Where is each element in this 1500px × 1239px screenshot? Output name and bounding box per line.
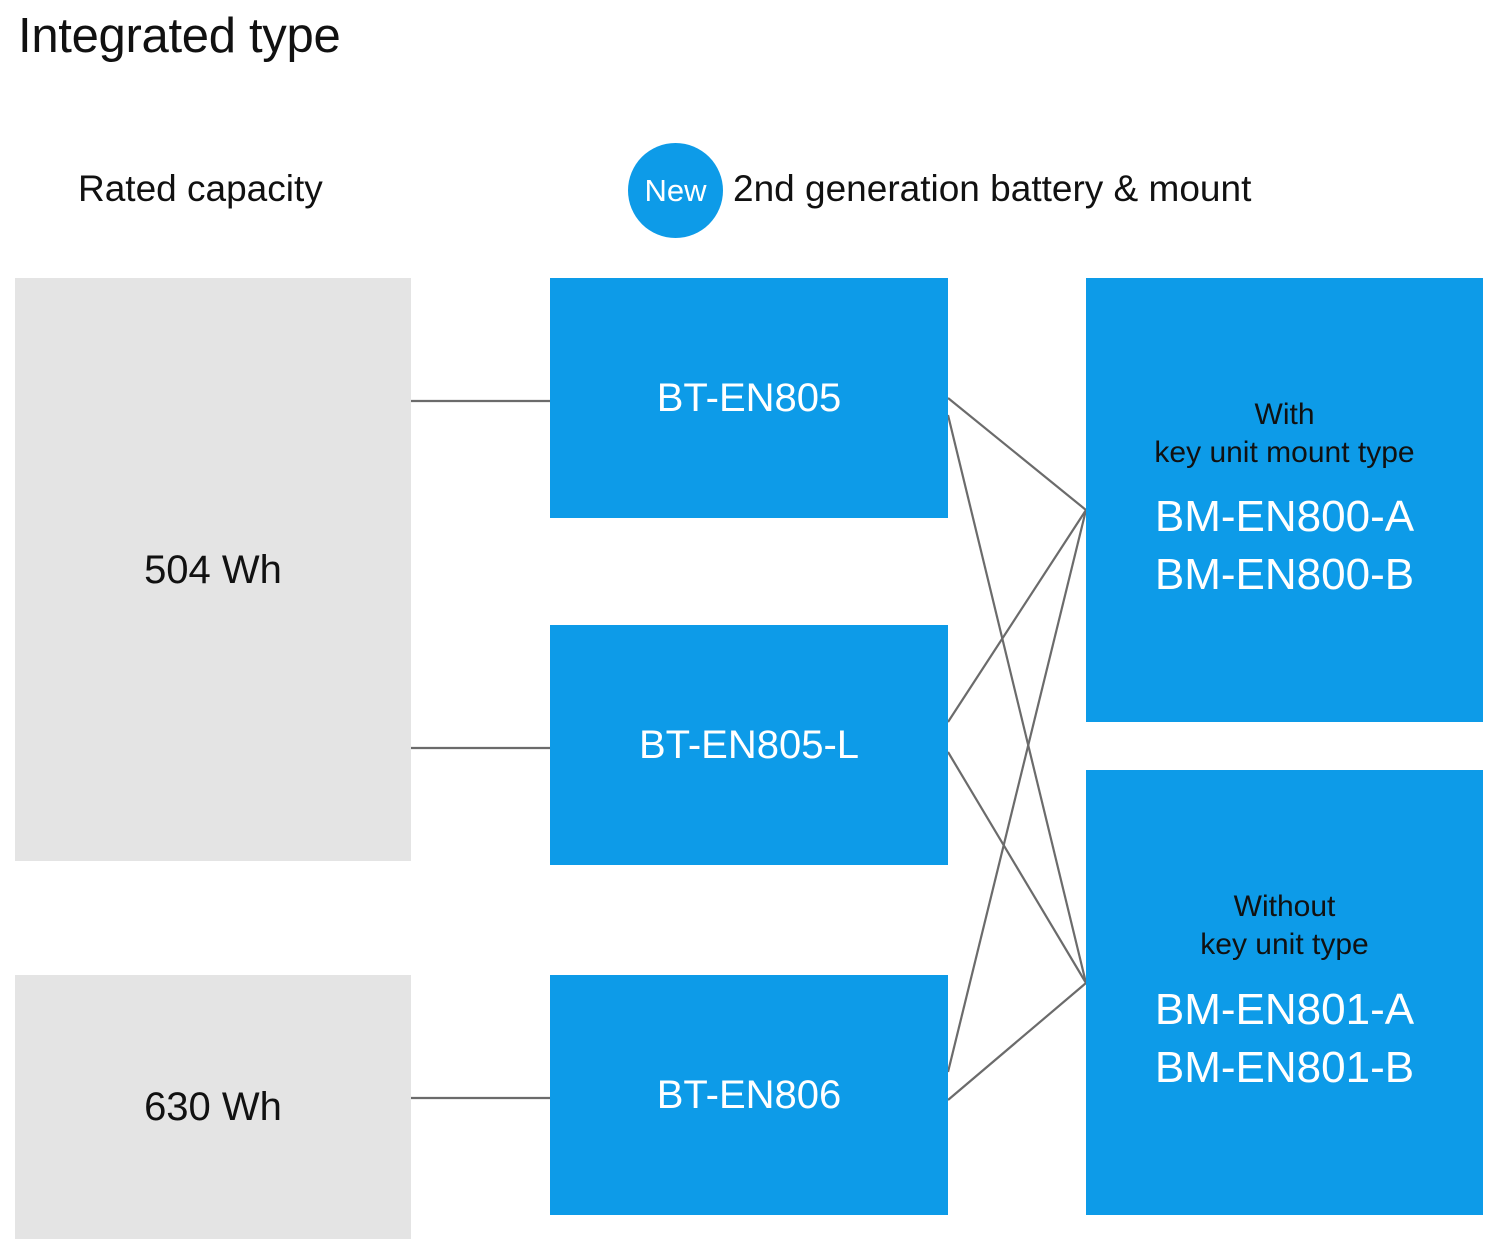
capacity-box-630wh: 630 Wh [15, 975, 411, 1239]
link-bt-en806-to-bm-en800 [946, 509, 1088, 1073]
mount-caption: With key unit mount type [1154, 397, 1415, 469]
capacity-value: 504 Wh [144, 547, 282, 592]
rated-capacity-column-label: Rated capacity [78, 168, 323, 209]
mount-caption: Without key unit type [1200, 890, 1369, 962]
mount-box-bm-en800: With key unit mount type BM-EN800-A BM-E… [1086, 278, 1483, 722]
battery-model: BT-EN805-L [638, 723, 860, 767]
link-bt-en805l-to-bm-en800 [947, 509, 1087, 723]
mount-model-a: BM-EN800-A [1154, 492, 1415, 542]
battery-model: BT-EN805 [656, 376, 842, 420]
battery-box-bt-en806: BT-EN806 [550, 975, 948, 1215]
battery-box-bt-en805-l: BT-EN805-L [550, 625, 948, 865]
capacity-value: 630 Wh [144, 1085, 282, 1129]
new-badge: New [628, 143, 723, 238]
link-bt-en805-to-bm-en800 [947, 397, 1087, 511]
mount-box-bm-en801: Without key unit type BM-EN801-A BM-EN80… [1086, 770, 1483, 1215]
generation-column-label: 2nd generation battery & mount [733, 168, 1252, 209]
mount-model-b: BM-EN801-B [1154, 1042, 1415, 1092]
battery-model: BT-EN806 [656, 1073, 842, 1117]
battery-box-bt-en805: BT-EN805 [550, 278, 948, 518]
link-bt-en805-to-bm-en801 [946, 414, 1088, 984]
link-bt-en806-to-bm-en801 [947, 982, 1087, 1101]
capacity-box-504wh: 504 Wh [15, 278, 411, 861]
page-title: Integrated type [18, 9, 341, 63]
mount-model-a: BM-EN801-A [1154, 984, 1415, 1034]
link-bt-en805l-to-bm-en801 [947, 751, 1087, 984]
mount-model-b: BM-EN800-B [1154, 550, 1415, 600]
